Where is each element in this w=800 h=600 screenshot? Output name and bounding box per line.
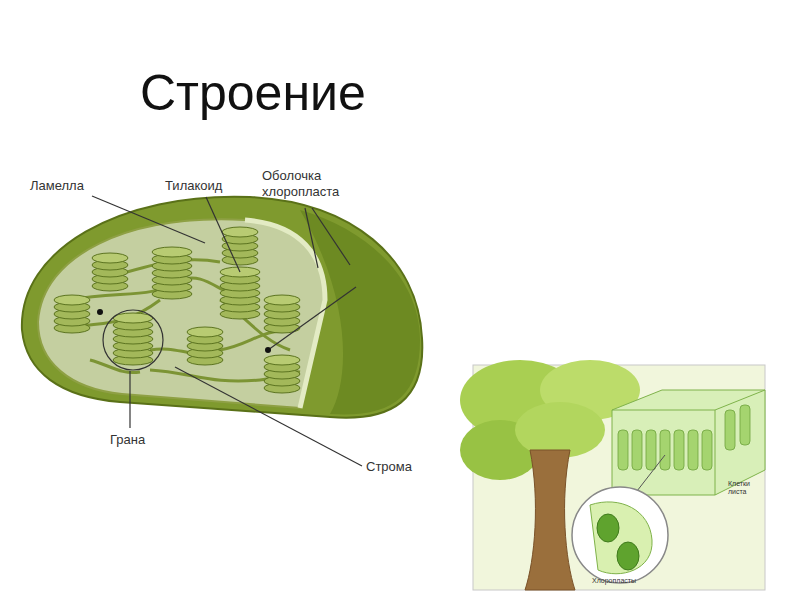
part-label: Клетки листа <box>728 480 764 497</box>
slide-title: Строение <box>140 66 366 121</box>
part-label: Строма <box>366 459 412 475</box>
part-label: Оболочка хлоропласта <box>262 168 362 199</box>
part-label: Тилакоид <box>165 178 222 194</box>
part-label: Ламелла <box>30 178 84 194</box>
part-label: Грана <box>110 432 145 448</box>
part-label: Хлоропласты <box>592 577 636 585</box>
